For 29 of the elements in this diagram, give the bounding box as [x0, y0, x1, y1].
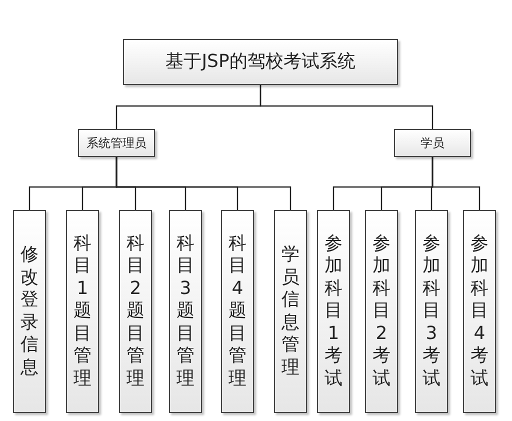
function-box	[463, 210, 496, 413]
box-label: 学员信息管理	[282, 244, 300, 379]
box-label: 科目2题目管理	[126, 232, 144, 390]
function-box	[66, 210, 99, 413]
function-box	[221, 210, 254, 413]
box-label: 基于JSP的驾校考试系统	[166, 51, 356, 73]
box-label: 科目3题目管理	[176, 232, 194, 390]
role-box	[78, 129, 155, 157]
connector-line	[116, 157, 292, 210]
function-box	[365, 210, 398, 413]
system-title-box	[123, 39, 398, 85]
box-label: 科目1题目管理	[74, 232, 92, 390]
box-label: 参加科目3考试	[422, 232, 440, 390]
function-box	[274, 210, 307, 413]
box-label: 参加科目2考试	[372, 232, 390, 390]
box-label: 科目4题目管理	[228, 232, 246, 390]
box-label: 参加科目1考试	[324, 232, 342, 390]
box-label: 修改登录信息	[20, 244, 38, 379]
function-box	[169, 210, 202, 413]
role-box	[394, 129, 471, 157]
connector-line	[260, 85, 434, 129]
function-box	[13, 210, 46, 413]
function-box	[317, 210, 350, 413]
function-box	[119, 210, 152, 413]
box-label: 系统管理员	[86, 136, 146, 150]
box-label: 学员	[420, 136, 444, 150]
function-box	[415, 210, 448, 413]
box-label: 参加科目4考试	[470, 232, 488, 390]
connector-line	[432, 157, 480, 210]
